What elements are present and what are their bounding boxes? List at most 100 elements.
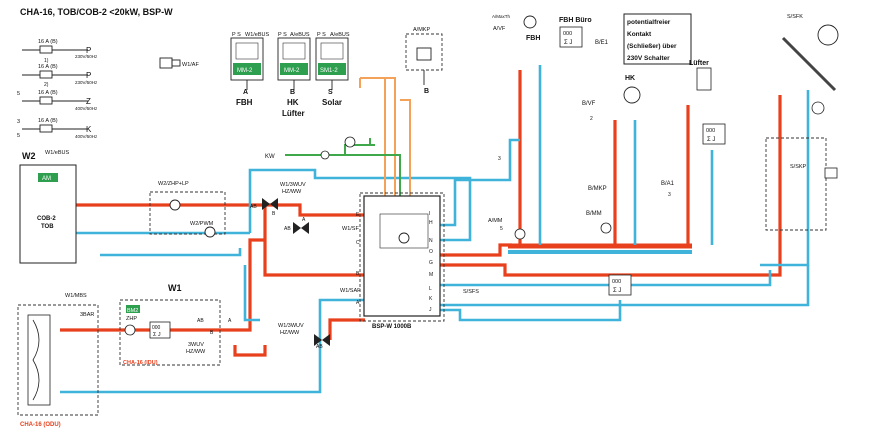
heat-meter-2-unit: Σ J [707,137,715,143]
port-a-2: A [302,217,306,223]
circuit-mark-3: 3 [668,192,671,198]
kw-label: KW [265,154,275,160]
heat-meter-4-digits: 000 [152,325,161,331]
w1af-label: W1/AF [182,62,199,68]
module-b-label: HK [287,98,299,107]
legend-row-4-main: 16 A (B) [38,118,58,124]
tank-port-c: C [356,240,360,246]
legend-row-1-sub: 230V/50Hz [75,54,98,59]
hzww2-label: HZ/WW [280,330,300,336]
hzww1-label: HZ/WW [282,189,302,195]
module-s-under: S [328,89,333,96]
storage-tank: BSP-W 1000B W1/SF W1/SAF S/SFS E C B A I… [340,192,479,330]
other-lines [285,77,411,200]
legend-mark-4: 3 [17,119,20,125]
heat-meter-4-unit: Σ J [153,332,161,338]
legend-row-2-sub: 230V/50Hz [75,80,98,85]
ssfs-label: S/SFS [463,289,479,295]
tank-label: BSP-W 1000B [372,324,412,330]
legend-row-3-symbol: Z [86,97,91,106]
module-s-pins: P S [317,32,326,38]
tank-port-j: J [429,307,432,313]
luefter-label: Lüfter [689,60,709,67]
zhp-label: ZHP [126,316,137,322]
tank-port-l: L [429,286,432,292]
pump-group-bottom-label: W2/PWM [190,221,214,227]
hzww3-label: HZ/WW [186,349,206,355]
sskp-label: S/SKP [790,164,807,170]
legend-row-3-main: 16 A (B) [38,90,58,96]
note-line-4: 230V Schalter [627,55,670,62]
tank-port-k: K [429,296,433,302]
legend-row-1-symbol: P [86,46,91,55]
cha-idu-label: CHA-16 (IDU) [123,360,158,366]
legend-row-4-symbol: K [86,125,92,134]
amkp-label: A/MKP [413,27,430,33]
module-b-bus: A/eBUS [290,32,310,38]
legend-mark-3: 5 [17,91,20,97]
note-line-3: (Schließer) über [627,43,677,50]
solar-section: S/SFK S/SKP [765,14,839,231]
legend-mark-2: 2) [44,82,49,88]
bmkp-label: B/MKP [588,186,607,192]
tank-port-m: M [429,272,433,278]
module-s-label: Solar [322,98,342,107]
boiler-name-2: TOB [41,224,54,230]
legend-mark-1: 1) [44,58,49,64]
module-a-label: FBH [236,98,253,107]
heating-circuits: FBH FBH Büro 000 Σ J B/E1 potentialfreie… [488,13,726,296]
pump-group-top-label: W2/ZHP+LP [158,181,189,187]
be1-label: B/E1 [595,40,609,46]
port-b-1: B [272,211,276,217]
bvf-label: B/VF [582,101,596,107]
module-b-code: MM-2 [284,68,300,74]
heat-meter-3-digits: 000 [612,279,621,285]
tank-port-e: E [356,212,360,218]
port-ab-1: AB [250,204,257,210]
legend-row-4: 3 16 A (B) 400V/50Hz K 5 [17,118,98,139]
legend-row-4-sub: 400V/50Hz [75,134,98,139]
legend-mark-5: 5 [17,133,20,139]
bm2-label: BM2 [127,308,138,314]
heat-meter-3-unit: Σ J [613,288,621,294]
port-ab-4: AB [197,318,204,324]
legend-row-2-main: 16 A (B) [38,64,58,70]
legend-row-1-main: 16 A (B) [38,39,58,45]
tank-port-g: G [429,260,433,266]
bmm-label: B/MM [586,211,602,217]
note-line-2: Kontakt [627,31,652,38]
module-s-bus: A/eBUS [330,32,350,38]
w1mbs-label: W1/MBS [65,293,87,299]
circuit-mark-1: 3 [498,156,501,162]
circuit-mark-4: 5 [500,226,503,232]
boiler-am: AM [42,176,51,182]
hk-label: HK [625,75,635,82]
amm-label: A/MM [488,218,503,224]
port-b-4: B [210,330,214,336]
boiler-cob2: AM COB-2 TOB W2 W1/eBUS [19,150,77,264]
heat-pump-units: CHA-16 (ODU) W1/MBS 3BAR BM2 W1 ZHP 000 … [17,283,232,428]
fbh-label: FBH [526,35,540,42]
module-b-under: B [290,89,295,96]
tank-port-n: N [429,238,433,244]
module-b-pins: P S [278,32,287,38]
heat-meter-2-digits: 000 [706,128,715,134]
tank-port-a: A [356,300,360,306]
w1saf-label: W1/SAF [340,288,361,294]
tank-port-i: I [429,211,430,217]
electrical-legend: 16 A (B) 230V/50Hz P 1) 16 A (B) 230V/50… [17,39,98,139]
boiler-name-1: COB-2 [37,216,56,222]
legend-row-2-symbol: P [86,71,91,80]
amkp-under: B [424,88,429,95]
diagram-title: CHA-16, TOB/COB-2 <20kW, BSP-W [20,7,173,17]
wuv3-label: 3WUV [188,342,204,348]
fbh-buero-label: FBH Büro [559,17,592,24]
legend-row-3: 5 16 A (B) 400V/50Hz Z [17,90,98,111]
module-a-under: A [243,89,248,96]
three-way-valves: W1/3WUV HZ/WW AB B AB A W1/3WUV HZ/WW AB [250,182,330,350]
note-line-1: potentialfreier [627,19,671,26]
port-ab-3: AB [316,344,323,350]
ssfk-label: S/SFK [787,14,803,20]
